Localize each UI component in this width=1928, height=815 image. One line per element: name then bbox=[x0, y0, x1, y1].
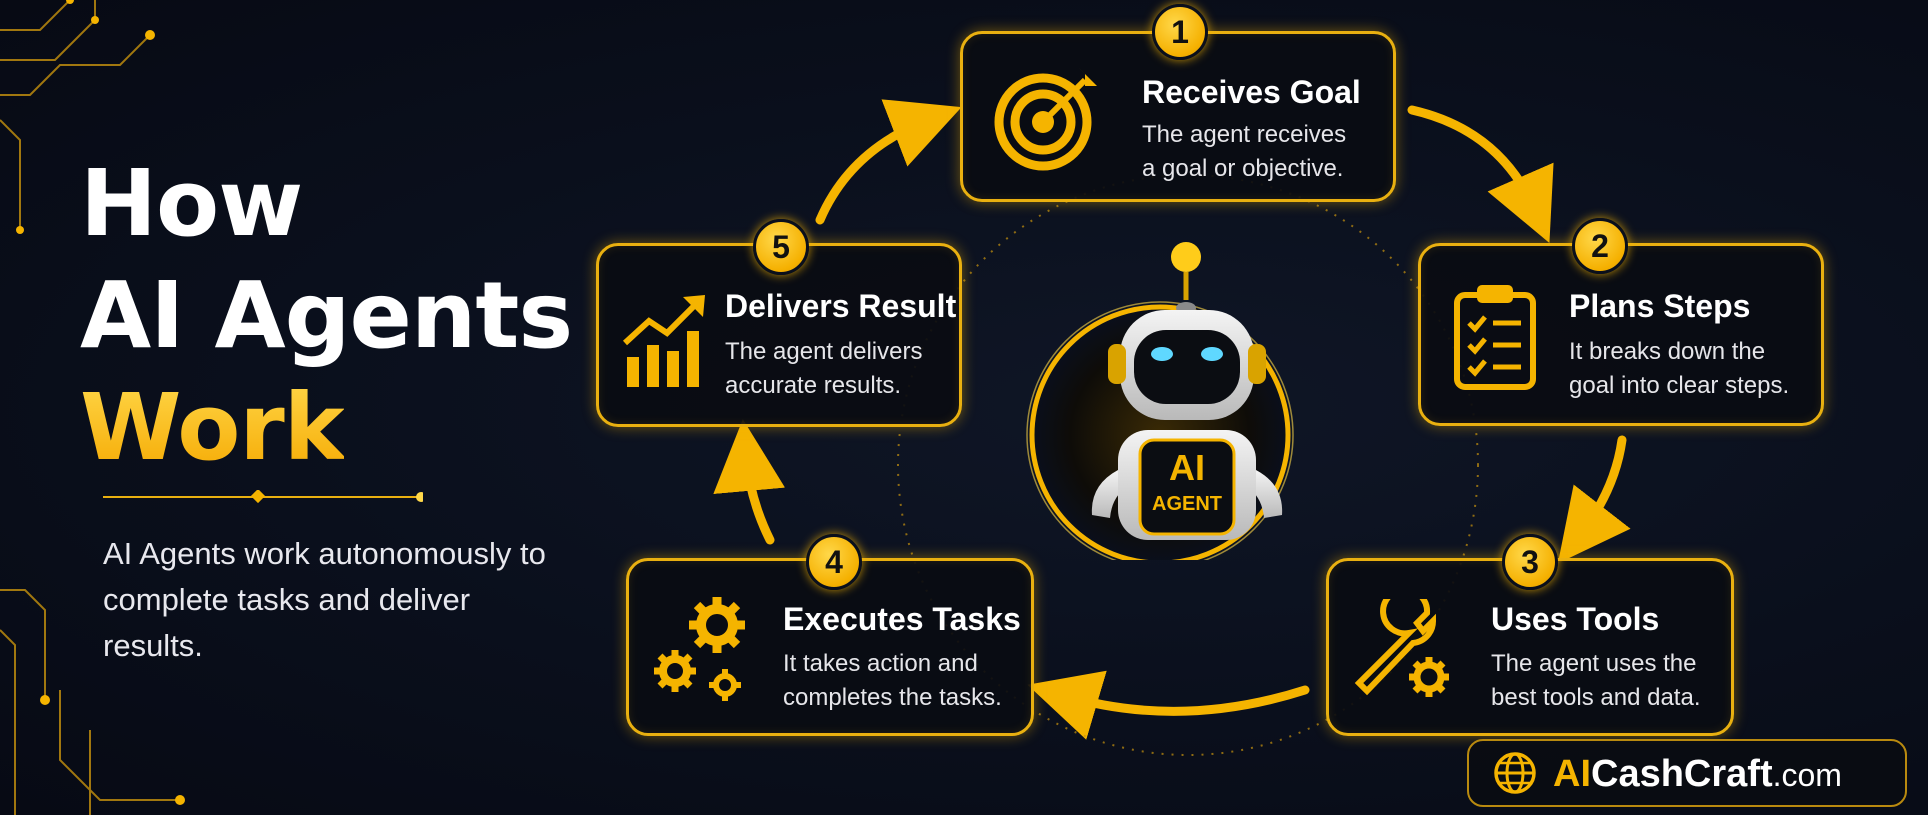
step-desc-line1: The agent uses the bbox=[1491, 650, 1697, 677]
step-desc-line1: It breaks down the bbox=[1569, 338, 1766, 365]
step-number-badge-1: 1 bbox=[1152, 4, 1208, 60]
step-desc-line2: a goal or objective. bbox=[1142, 155, 1344, 182]
step-card-plans-steps: Plans Steps It breaks down the goal into… bbox=[1418, 243, 1824, 426]
step-desc-line2: completes the tasks. bbox=[783, 684, 1002, 711]
step-number-badge-5: 5 bbox=[753, 219, 809, 275]
brand-main: CashCraft bbox=[1591, 753, 1773, 795]
arrow-1-to-2 bbox=[1407, 105, 1554, 243]
step-title: Executes Tasks bbox=[783, 601, 1021, 637]
arrow-5-to-1 bbox=[815, 99, 962, 225]
step-desc-line1: It takes action and bbox=[783, 650, 978, 677]
step-title: Uses Tools bbox=[1491, 601, 1660, 637]
step-title: Plans Steps bbox=[1569, 288, 1751, 324]
clipboard-checklist-icon bbox=[1454, 285, 1536, 390]
arrow-2-to-3 bbox=[1557, 435, 1631, 564]
title-line-work: Work bbox=[80, 374, 345, 481]
brand-name: AICashCraft.com bbox=[1553, 753, 1842, 796]
step-desc-line2: best tools and data. bbox=[1491, 684, 1701, 711]
title-divider bbox=[103, 490, 423, 504]
robot-badge-ai: AI bbox=[1169, 447, 1205, 488]
brand-suffix: .com bbox=[1772, 757, 1842, 793]
growth-chart-icon bbox=[622, 295, 705, 387]
globe-icon bbox=[1494, 752, 1536, 794]
ai-agent-robot-icon bbox=[1026, 242, 1294, 560]
step-number-badge-4: 4 bbox=[806, 534, 862, 590]
step-number-badge-2: 2 bbox=[1572, 218, 1628, 274]
step-title: Receives Goal bbox=[1142, 74, 1361, 110]
arrow-4-to-5 bbox=[713, 419, 786, 545]
step-desc-line2: goal into clear steps. bbox=[1569, 372, 1790, 399]
step-desc-line1: The agent delivers bbox=[725, 338, 923, 365]
step-title: Delivers Result bbox=[725, 288, 957, 324]
brand-prefix: AI bbox=[1553, 753, 1591, 795]
title-line-how: How bbox=[80, 150, 303, 257]
gears-icon bbox=[654, 597, 745, 701]
step-desc-line2: accurate results. bbox=[725, 372, 902, 399]
target-icon bbox=[994, 68, 1097, 171]
wrench-gear-icon bbox=[1354, 599, 1449, 697]
arrow-3-to-4 bbox=[1027, 670, 1310, 740]
description-text: AI Agents work autonomously to complete … bbox=[103, 536, 546, 663]
step-card-receives-goal: Receives Goal The agent receives a goal … bbox=[960, 31, 1396, 202]
step-card-delivers-result: Delivers Result The agent delivers accur… bbox=[596, 243, 962, 427]
step-number-badge-3: 3 bbox=[1502, 534, 1558, 590]
brand-footer: AICashCraft.com bbox=[1467, 739, 1907, 807]
robot-badge-agent: AGENT bbox=[1152, 493, 1222, 515]
title-line-ai-agents: AI Agents bbox=[80, 262, 573, 369]
step-desc-line1: The agent receives bbox=[1142, 121, 1347, 148]
